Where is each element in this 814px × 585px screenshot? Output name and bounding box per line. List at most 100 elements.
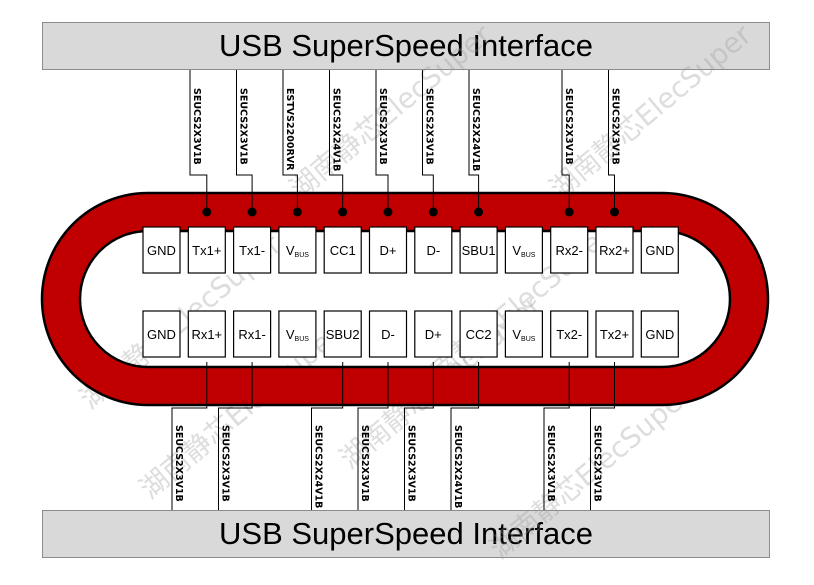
pin-box	[368, 310, 408, 358]
top-tvs-7: SEUCS2X3V1B	[561, 70, 574, 217]
part-label: SEUCS2X3V1B	[424, 88, 435, 165]
part-label: SEUCS2X3V1B	[545, 425, 556, 502]
pin-label: VBUS	[512, 243, 535, 259]
bottom-pin-7: CC2	[459, 310, 498, 358]
top-pin-8: VBUS	[504, 226, 543, 274]
pin-label-main: D+	[425, 327, 442, 342]
bottom-pin-8: VBUS	[504, 310, 543, 358]
pin-label-main: D-	[426, 243, 440, 258]
wire	[189, 70, 208, 212]
pin-label-main: Tx2-	[556, 327, 582, 342]
junction-dot	[428, 207, 438, 217]
pin-box	[187, 310, 226, 358]
pin-box	[142, 226, 181, 274]
pin-label: Rx2+	[599, 243, 630, 258]
pin-label-main: V	[286, 243, 295, 258]
pin-label-main: GND	[147, 243, 176, 258]
pin-label-main: GND	[645, 327, 674, 342]
top-tvs-0: SEUCS2X3V1B	[189, 70, 212, 217]
top-pin-7: SBU1	[459, 226, 498, 274]
pin-label: Tx1-	[239, 243, 265, 258]
part-label: SEUCS2X3V1B	[173, 425, 184, 502]
junction-dot	[292, 207, 302, 217]
pin-label-main: V	[512, 327, 521, 342]
part-label: SEUCS2X3V1B	[220, 425, 231, 502]
bottom-pin-9: Tx2-	[550, 310, 589, 358]
junction-dot	[383, 207, 393, 217]
pin-label: Tx1+	[192, 243, 221, 258]
pin-box	[504, 226, 543, 274]
pin-label-main: D-	[381, 327, 395, 342]
pin-label: D-	[381, 327, 395, 342]
part-label: SEUCS2X3V1B	[191, 88, 202, 165]
pin-label-main: Rx1-	[238, 327, 265, 342]
pin-box	[323, 226, 362, 274]
pin-label: VBUS	[286, 327, 309, 343]
pin-label: CC2	[466, 327, 492, 342]
wire	[543, 362, 570, 510]
pin-box	[550, 226, 589, 274]
bottom-tvs-7: SEUCS2X3V1B	[590, 362, 615, 510]
wire	[329, 70, 344, 212]
junction-dot	[247, 207, 257, 217]
junction-dot	[610, 207, 619, 217]
pin-label-main: CC1	[330, 243, 356, 258]
pin-box	[142, 310, 181, 358]
pin-box	[504, 310, 543, 358]
pin-label: Tx2-	[556, 327, 582, 342]
part-label: SEUCS2X3V1B	[406, 425, 417, 502]
bottom-pin-1: Rx1+	[187, 310, 226, 358]
pin-label-subscript: BUS	[295, 252, 310, 259]
pin-label: D-	[426, 243, 440, 258]
pin-label-main: Tx1-	[239, 243, 265, 258]
pin-box	[187, 226, 226, 274]
pin-label-main: Tx1+	[192, 243, 221, 258]
wire	[375, 70, 389, 212]
pin-box	[278, 226, 317, 274]
junction-dot	[202, 207, 212, 217]
top-pin-10: Rx2+	[595, 226, 634, 274]
bottom-pin-5: D-	[368, 310, 408, 358]
banner-bottom: USB SuperSpeed Interface	[42, 510, 770, 558]
bottom-pin-11: GND	[640, 310, 679, 358]
pin-label-subscript: BUS	[521, 252, 536, 259]
top-pin-6: D-	[414, 226, 453, 274]
pin-label: D+	[425, 327, 442, 342]
bottom-pin-3: VBUS	[278, 310, 317, 358]
top-tvs-5: SEUCS2X3V1B	[422, 70, 438, 217]
pin-box	[414, 226, 453, 274]
pin-label-main: SBU1	[462, 243, 496, 258]
pin-box	[233, 310, 272, 358]
top-tvs-8: SEUCS2X3V1B	[608, 70, 621, 217]
junction-dot	[338, 207, 348, 217]
wire	[282, 70, 298, 212]
bottom-pin-10: Tx2+	[595, 310, 634, 358]
wire	[171, 362, 208, 510]
pin-label-main: D+	[380, 243, 397, 258]
pin-label-main: Rx2-	[555, 243, 582, 258]
pin-label: Rx2-	[555, 243, 582, 258]
wire	[561, 70, 570, 212]
part-label: SEUCS2X3V1B	[592, 425, 603, 502]
top-pin-5: D+	[368, 226, 408, 274]
wire	[608, 70, 615, 212]
pin-label-main: Rx2+	[599, 243, 630, 258]
part-label: SEUCS2X3V1B	[238, 88, 249, 165]
pin-label-subscript: BUS	[295, 336, 310, 343]
pin-label: SBU2	[326, 327, 360, 342]
pin-box	[640, 226, 679, 274]
junction-dot	[564, 207, 574, 217]
pin-label: GND	[645, 327, 674, 342]
part-label: SEUCS2X3V1B	[563, 88, 574, 165]
part-label: SEUCS2X24V1B	[470, 88, 481, 171]
bottom-pin-4: SBU2	[323, 310, 362, 358]
wire	[468, 70, 480, 212]
top-pin-0: GND	[142, 226, 181, 274]
top-pin-4: CC1	[323, 226, 362, 274]
pin-label-main: CC2	[466, 327, 492, 342]
junction-dot	[474, 207, 484, 217]
part-label: SEUCS2X24V1B	[452, 425, 463, 508]
pin-box	[414, 310, 453, 358]
pin-label-subscript: BUS	[521, 336, 536, 343]
